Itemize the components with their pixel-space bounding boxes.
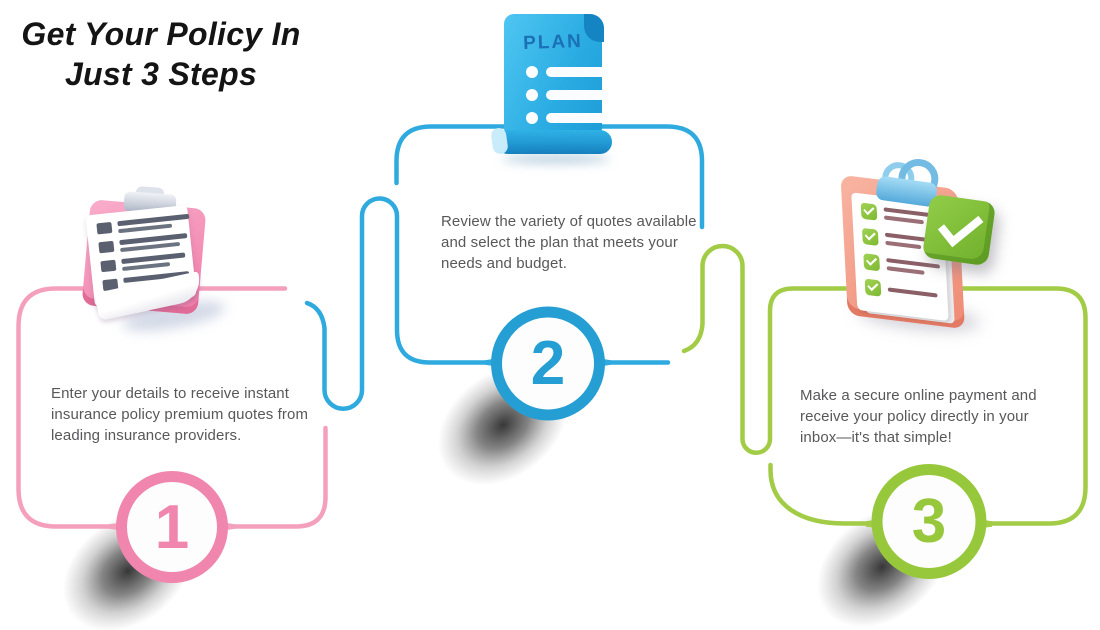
green-checkmark-badge-icon [921,193,997,267]
list-row [100,252,187,273]
step3-number: 3 [911,486,947,556]
page-title: Get Your Policy In Just 3 Steps [0,14,322,94]
plan-bottom-roll [496,130,612,154]
step2-description-line: needs and budget. [441,255,567,272]
checkbox-checked-icon [863,253,881,272]
list-bullet [526,89,538,101]
step1-description-line: insurance policy premium quotes from [51,406,309,423]
list-line [121,252,186,265]
plan-label: PLAN [522,30,584,55]
step1-number: 1 [154,492,190,562]
checklist-clipboard-icon [828,156,1006,335]
step1-description-line: Enter your details to receive instant [51,385,289,402]
checklist-row [864,278,942,305]
step2-number-circle [491,306,605,421]
page-title-line2: Just 3 Steps [64,56,258,92]
list-line [546,67,608,77]
list-bullet [100,259,117,273]
step1-number-circle [116,471,228,583]
list-line [122,262,171,272]
clipboard-list-icon [70,186,228,337]
step3-left-border-tail [768,462,875,526]
list-row [98,233,188,254]
list-bullet [526,112,538,124]
step1-description: Enter your details to receive instant in… [51,383,308,446]
step2-description: Review the variety of quotes available a… [441,211,697,274]
list-line [885,240,922,250]
step1-box-outline [16,286,328,529]
list-row [526,112,608,124]
step3-description: Make a secure online payment and receive… [800,385,1037,448]
list-line [886,266,925,275]
step3-description-line: Make a secure online payment and [800,387,1037,404]
step2-description-line: Review the variety of quotes available [441,213,697,230]
step3-description-line: receive your policy directly in your [800,408,1029,425]
step2-left-connector-squiggle [304,196,671,411]
checkbox-checked-icon [860,202,878,221]
step3-left-connector-squiggle [681,243,1088,526]
plan-corner-curl [584,14,604,42]
list-line [117,213,190,227]
list-row [526,66,608,78]
plan-list [526,66,608,135]
list-line [546,90,608,100]
list-row [526,89,608,101]
list-row [96,213,190,235]
list-line [546,113,608,123]
list-bullet [526,66,538,78]
plan-scroll-icon: PLAN [490,8,624,164]
checkbox-checked-icon [864,278,882,297]
checkbox-checked-icon [861,227,879,247]
list-bullet [96,221,113,235]
list-bullet [98,240,115,254]
step3-description-line: inbox—it's that simple! [800,429,952,446]
list-line [887,287,938,298]
step2-number: 2 [530,328,566,398]
step1-description-line: leading insurance providers. [51,427,242,444]
page-title-line1: Get Your Policy In [21,16,301,52]
step2-description-line: and select the plan that meets your [441,234,678,251]
list-line [883,215,924,225]
plan-roll-shadow [502,154,610,164]
step3-number-circle [871,464,987,579]
